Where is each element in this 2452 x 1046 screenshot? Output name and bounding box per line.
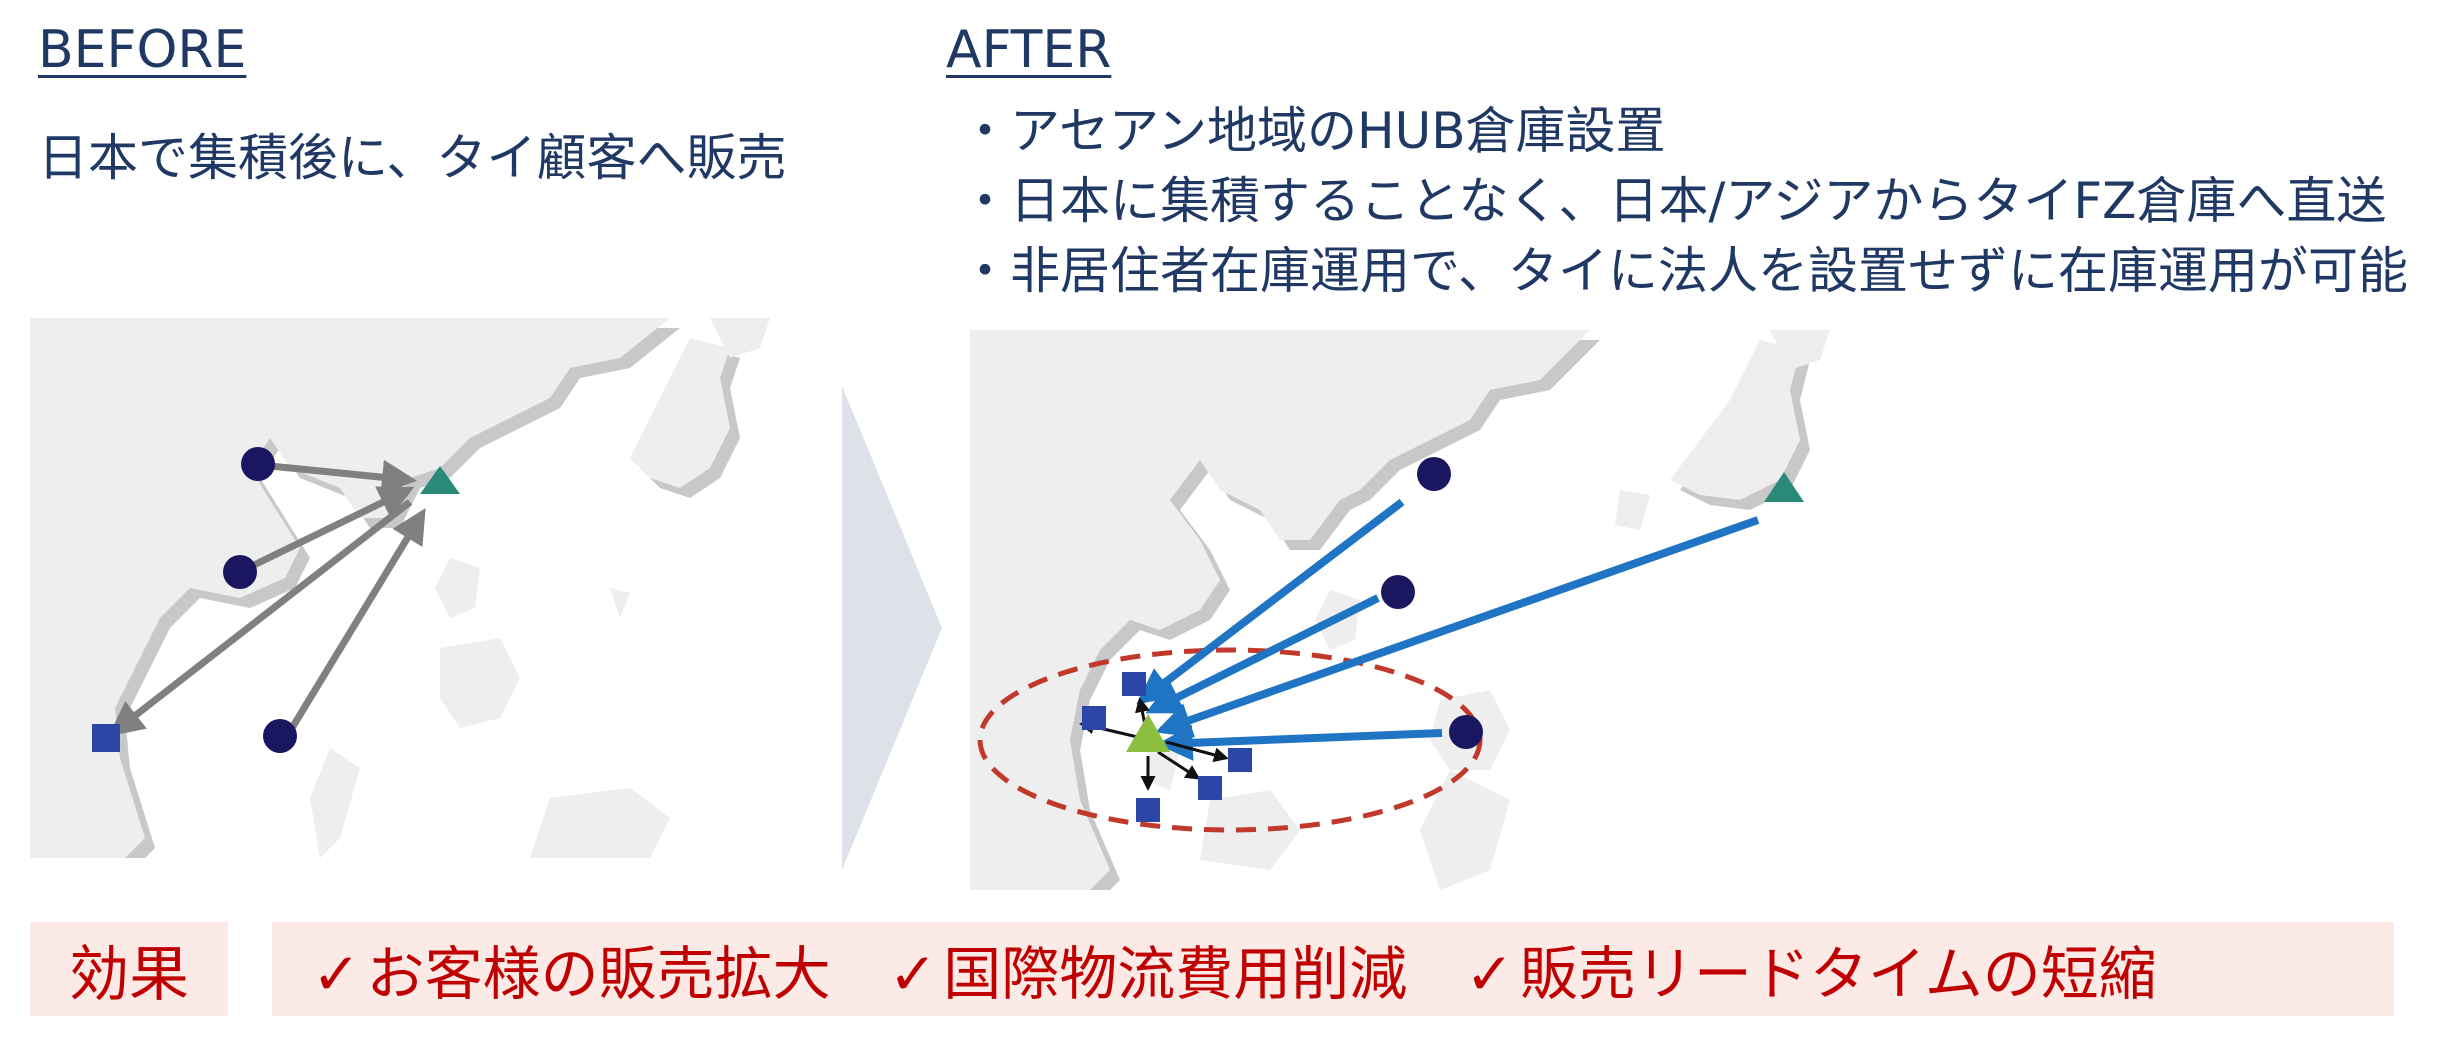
arrow-korea-to-japan <box>269 459 417 495</box>
supplier-philippines-circle-icon <box>263 719 297 753</box>
customer-square-icon <box>1228 748 1252 772</box>
arrow-china-to-japan <box>250 486 415 570</box>
before-arrows <box>108 459 426 737</box>
arrow-japan-to-thailand <box>108 499 413 737</box>
supplier-korea-circle-icon <box>1417 457 1451 491</box>
after-bullet: アセアン地域のHUB倉庫設置 <box>960 96 2408 166</box>
supplier-china-circle-icon <box>1381 575 1415 609</box>
effect-item: ✓販売リードタイムの短縮 <box>1465 940 2157 1008</box>
effect-item: ✓国際物流費用削減 <box>888 940 1408 1008</box>
arrow-philippines-to-hub <box>1156 724 1443 761</box>
after-bullet: 非居住者在庫運用で、タイに法人を設置せずに在庫運用が可能 <box>960 236 2408 306</box>
chevron-right-icon <box>842 386 942 870</box>
after-heading: AFTER <box>946 20 1112 80</box>
check-icon: ✓ <box>312 940 361 1008</box>
customer-square-icon <box>1136 798 1160 822</box>
effects-bar: ✓お客様の販売拡大 ✓国際物流費用削減 ✓販売リードタイムの短縮 <box>272 922 2394 1016</box>
arrow-philippines-to-japan <box>289 508 426 730</box>
effects-label: 効果 <box>30 922 228 1016</box>
after-bullet-list: アセアン地域のHUB倉庫設置 日本に集積することなく、日本/アジアからタイFZ倉… <box>960 96 2408 306</box>
customer-square-icon <box>1082 706 1106 730</box>
customer-square-icon <box>1122 672 1146 696</box>
before-description: 日本で集積後に、タイ顧客へ販売 <box>38 129 787 187</box>
supplier-china-circle-icon <box>223 555 257 589</box>
after-arrows <box>1136 498 1760 761</box>
hub-warehouse-triangle-icon <box>1126 714 1170 752</box>
after-map <box>970 330 1850 890</box>
check-icon: ✓ <box>1465 940 1514 1008</box>
japan-triangle-icon <box>1764 472 1804 502</box>
customer-thailand-square-icon <box>92 724 120 752</box>
customer-square-icon <box>1198 776 1222 800</box>
check-icon: ✓ <box>888 940 938 1008</box>
before-heading: BEFORE <box>38 20 247 80</box>
effect-item: ✓お客様の販売拡大 <box>312 940 831 1008</box>
before-map <box>30 318 820 858</box>
supplier-philippines-circle-icon <box>1449 715 1483 749</box>
arrow-japan-to-hub <box>1155 516 1760 738</box>
arrow-korea-to-hub <box>1136 498 1405 705</box>
supplier-korea-circle-icon <box>241 447 275 481</box>
arrow-china-to-hub <box>1145 594 1380 714</box>
after-bullet: 日本に集積することなく、日本/アジアからタイFZ倉庫へ直送 <box>960 166 2408 236</box>
land <box>30 318 770 858</box>
japan-triangle-icon <box>420 466 460 494</box>
